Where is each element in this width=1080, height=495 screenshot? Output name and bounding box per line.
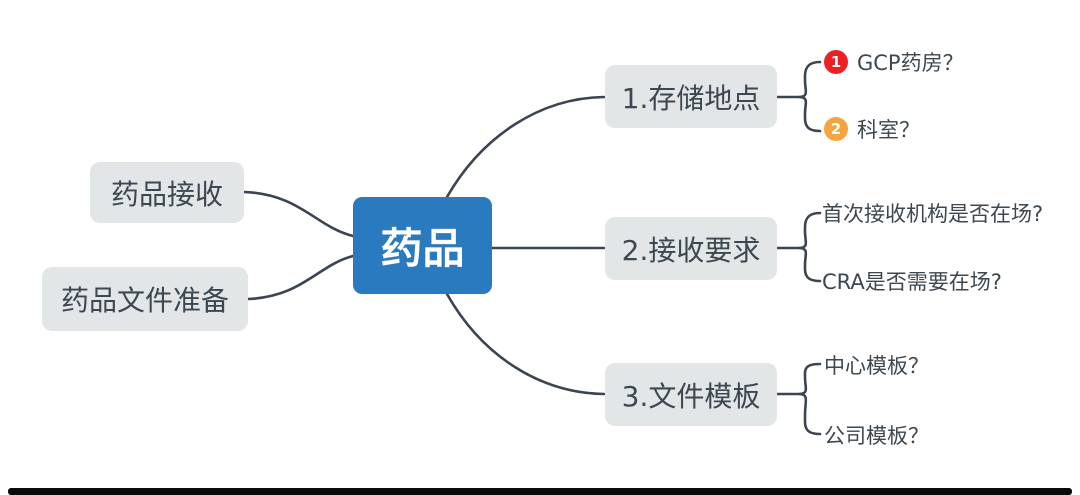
node-receive-requirements[interactable]: 2.接收要求 (605, 217, 777, 280)
brace-1-upper (798, 60, 822, 99)
leaf-first-receive-onsite[interactable]: 首次接收机构是否在场? (822, 198, 1043, 228)
brace-3-upper (798, 362, 822, 396)
node-label: 药品接收 (110, 177, 223, 211)
node-label: 3.文件模板 (621, 379, 761, 413)
leaf-label: 科室？ (857, 118, 920, 142)
leaf-label: 中心模板？ (824, 354, 929, 378)
leaf-cra-onsite[interactable]: CRA是否需要在场? (822, 266, 1002, 296)
leaf-gcp-pharmacy[interactable]: 1 GCP药房？ (824, 47, 964, 77)
leaf-label: GCP药房？ (857, 51, 964, 75)
node-label: 2.接收要求 (621, 233, 761, 267)
leaf-label: 公司模板？ (824, 424, 929, 448)
leaf-company-template[interactable]: 公司模板？ (824, 420, 929, 450)
brace-2-upper (798, 211, 822, 250)
edge-left-2 (246, 254, 355, 301)
node-label: 1.存储地点 (621, 81, 761, 115)
node-drug-receive[interactable]: 药品接收 (90, 162, 244, 223)
leaf-label: CRA是否需要在场? (822, 270, 1002, 294)
node-drug-doc-prep[interactable]: 药品文件准备 (42, 267, 248, 331)
node-storage-location[interactable]: 1.存储地点 (605, 65, 777, 128)
node-root-drug[interactable]: 药品 (353, 197, 492, 294)
priority-2-badge-icon[interactable]: 2 (824, 117, 848, 141)
bottom-frame-bar (8, 488, 1072, 495)
root-label: 药品 (380, 224, 465, 273)
brace-2-lower (798, 246, 822, 283)
node-doc-template[interactable]: 3.文件模板 (605, 363, 777, 426)
edge-right-3 (445, 292, 606, 396)
node-label: 药品文件准备 (60, 284, 229, 317)
brace-3-lower (798, 392, 822, 436)
edge-left-1 (242, 190, 355, 238)
leaf-department[interactable]: 2 科室？ (824, 114, 920, 144)
leaf-center-template[interactable]: 中心模板？ (824, 350, 929, 380)
leaf-label: 首次接收机构是否在场? (822, 202, 1044, 226)
priority-1-badge-icon[interactable]: 1 (824, 50, 848, 74)
brace-1-lower (798, 95, 822, 133)
edge-right-1 (445, 95, 606, 199)
